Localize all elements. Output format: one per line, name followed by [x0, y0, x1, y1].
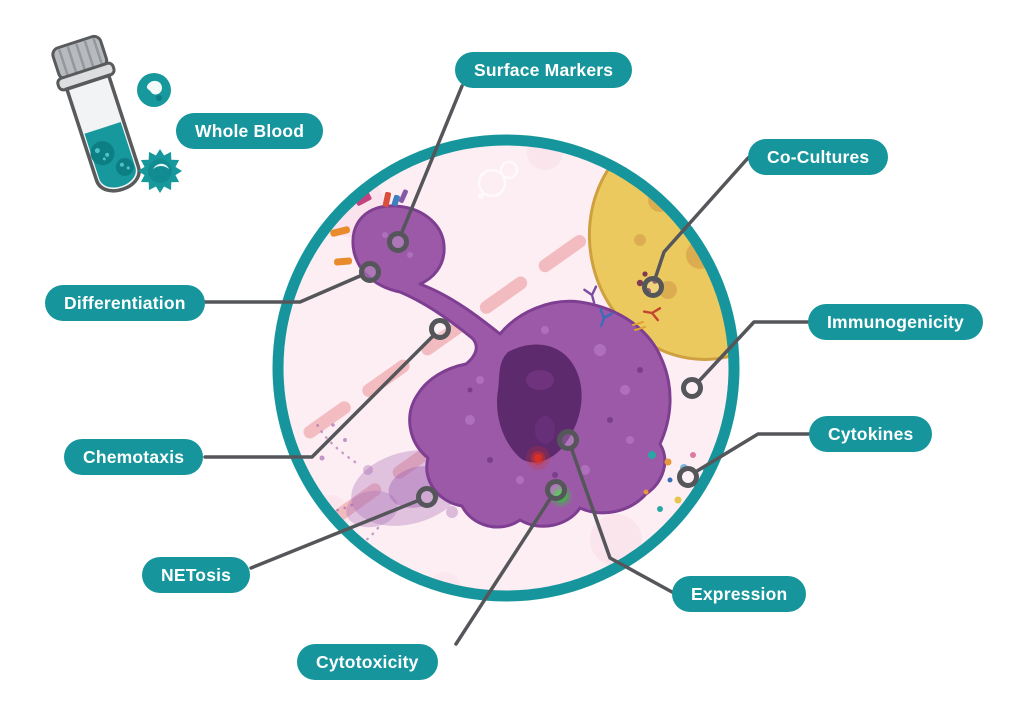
marker-expression [557, 429, 579, 451]
label-cytokines: Cytokines [809, 416, 933, 452]
connector-expression [570, 448, 674, 594]
marker-netosis [416, 486, 438, 508]
immune-cell [138, 149, 182, 193]
marker-surface-markers [387, 231, 409, 253]
blood-cell [137, 73, 171, 107]
label-whole-blood: Whole Blood [176, 113, 324, 149]
marker-cytotoxicity [545, 479, 567, 501]
connector-immunogenicity [698, 320, 810, 382]
cell-spots-light [382, 232, 634, 484]
scope-ring [272, 134, 740, 602]
connector-cytotoxicity [454, 497, 552, 646]
connector-differentiation [203, 274, 362, 304]
blood-tube-graphic [51, 34, 182, 193]
connector-chemotaxis [203, 335, 434, 459]
connector-cytokines [695, 432, 811, 473]
scene-contents [273, 135, 739, 601]
label-surface-markers: Surface Markers [455, 52, 633, 88]
label-chemotaxis: Chemotaxis [64, 439, 204, 475]
marker-cytokines [677, 466, 699, 488]
whole-blood-icon [22, 26, 192, 231]
label-differentiation: Differentiation [45, 285, 205, 321]
label-cytotoxicity: Cytotoxicity [297, 644, 438, 680]
marker-immunogenicity [681, 377, 703, 399]
red-signal [526, 446, 550, 470]
connector-surface-markers [400, 84, 464, 234]
cell-spots-dark [467, 367, 643, 478]
marker-differentiation [359, 261, 381, 283]
marker-co-cultures [642, 276, 664, 298]
connector-co-cultures [654, 156, 750, 278]
marker-chemotaxis [429, 318, 451, 340]
tube [51, 34, 141, 193]
label-co-cultures: Co-Cultures [748, 139, 889, 175]
label-immunogenicity: Immunogenicity [808, 304, 983, 340]
label-netosis: NETosis [142, 557, 251, 593]
connector-netosis [249, 499, 419, 570]
connector-lines [203, 84, 811, 646]
bubbles [477, 160, 519, 199]
label-expression: Expression [672, 576, 807, 612]
point-markers [359, 231, 703, 508]
